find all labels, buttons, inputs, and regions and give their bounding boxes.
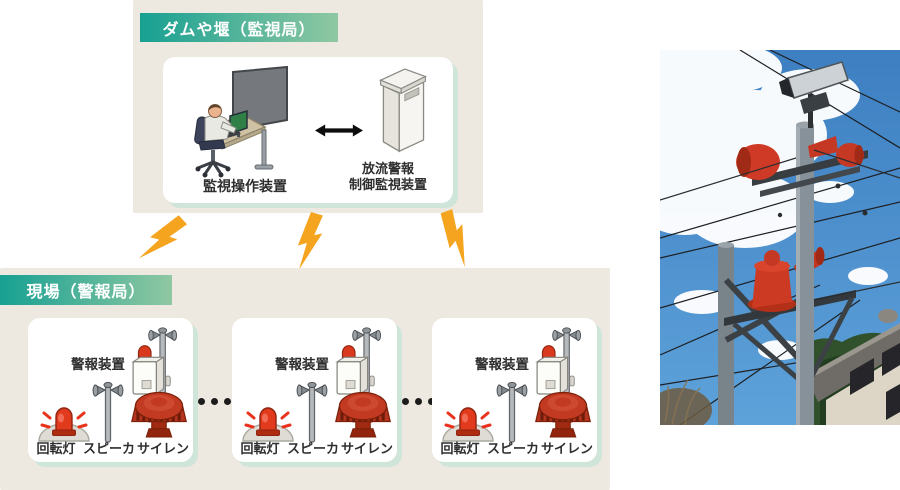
lightning-bolt-icon <box>293 211 325 270</box>
cabinet-device-label: 放流警報 制御監視装置 <box>338 161 438 193</box>
rotating-light-label: 回転灯 <box>36 441 76 456</box>
siren-label: サイレン <box>340 441 393 456</box>
site-photo <box>660 50 900 425</box>
separator-dots-icon <box>198 398 231 405</box>
monitoring-station-header: ダムや堰（監視局） <box>140 13 338 42</box>
alarm-device-label: 警報装置 <box>71 357 125 372</box>
rotating-light-label: 回転灯 <box>440 441 480 456</box>
speaker-pole-icon <box>296 380 328 444</box>
speaker-label: スピーカ <box>486 441 539 456</box>
speaker-pole-icon <box>92 380 124 444</box>
alarm-device-label: 警報装置 <box>475 357 529 372</box>
siren-label: サイレン <box>540 441 593 456</box>
operator-workstation-illustration <box>185 62 305 182</box>
warning-pole-photo-illustration <box>660 50 900 425</box>
alarm-unit-card: 警報装置 回転灯 スピーカ サイレン <box>28 318 193 462</box>
control-cabinet-illustration <box>375 65 431 159</box>
alarm-device-label: 警報装置 <box>275 357 329 372</box>
siren-icon <box>334 390 392 444</box>
siren-icon <box>534 390 592 444</box>
lightning-bolt-icon <box>134 207 191 272</box>
lightning-bolt-icon <box>427 206 484 271</box>
siren-icon <box>130 390 188 444</box>
cabinet-label-line2: 制御監視装置 <box>348 177 427 192</box>
alarm-unit-card: 警報装置 回転灯 スピーカ サイレン <box>232 318 397 462</box>
separator-dots-icon <box>402 398 435 405</box>
speaker-pole-icon <box>496 380 528 444</box>
rotating-light-label: 回転灯 <box>240 441 280 456</box>
alarm-unit-card: 警報装置 回転灯 スピーカ サイレン <box>432 318 597 462</box>
operator-device-label: 監視操作装置 <box>203 178 287 194</box>
field-station-header: 現場（警報局） <box>0 275 172 305</box>
speaker-label: スピーカ <box>82 441 135 456</box>
cabinet-label-line1: 放流警報 <box>361 161 414 176</box>
speaker-label: スピーカ <box>286 441 339 456</box>
monitoring-station-card: 監視操作装置 放流警報 制御監視装置 <box>163 57 453 203</box>
bidirectional-arrow-icon <box>315 123 363 138</box>
siren-label: サイレン <box>136 441 189 456</box>
